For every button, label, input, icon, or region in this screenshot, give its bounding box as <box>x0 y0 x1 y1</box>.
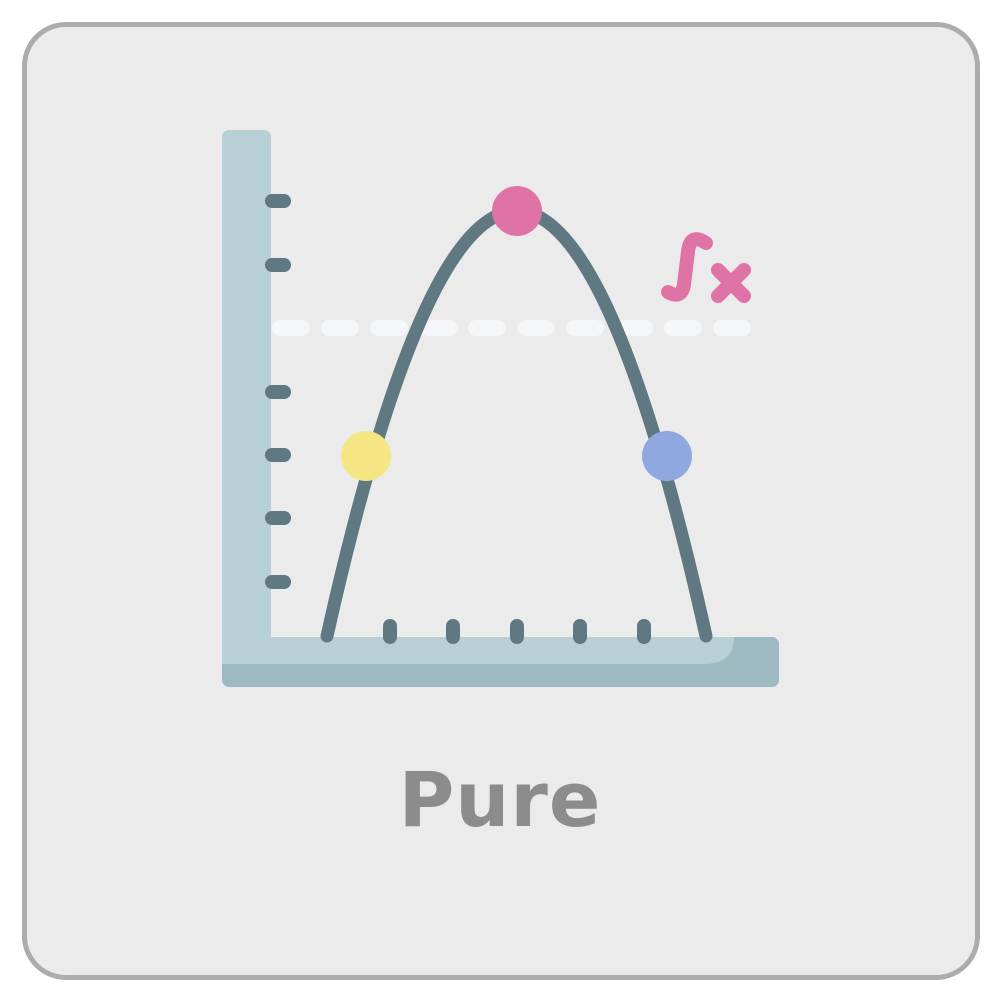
y-axis-ticks <box>265 194 291 589</box>
integral-x-icon <box>661 232 751 303</box>
x-axis <box>222 637 779 687</box>
left-point <box>341 431 391 481</box>
right-point <box>642 431 692 481</box>
x-axis-ticks <box>383 619 651 644</box>
parabola-curve <box>320 204 713 643</box>
tile-label: Pure <box>398 755 602 844</box>
pure-tile[interactable] <box>22 22 980 980</box>
y-axis <box>222 130 271 670</box>
vertex-point <box>492 186 542 236</box>
